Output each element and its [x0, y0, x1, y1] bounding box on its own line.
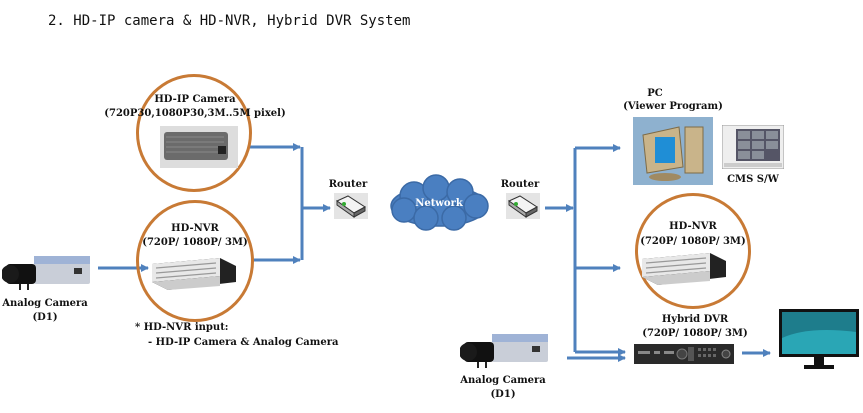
- cms-label: CMS S/W: [727, 174, 779, 185]
- nvr-input-note-line2: - HD-IP Camera & Analog Camera: [148, 337, 339, 348]
- router-right-icon: [506, 193, 540, 219]
- hybrid-dvr-name: Hybrid DVR: [661, 314, 729, 325]
- hd-nvr-right-ring: [635, 193, 751, 309]
- hd-ip-camera-ring: [136, 74, 252, 192]
- analog-camera-bottom-spec: (D1): [490, 389, 516, 400]
- hd-nvr-right-spec: (720P/ 1080P/ 3M): [640, 236, 746, 247]
- hybrid-dvr-spec: (720P/ 1080P/ 3M): [642, 328, 748, 339]
- pc-spec: (Viewer Program): [623, 101, 723, 112]
- pc-label: PC: [647, 88, 663, 99]
- hd-ip-camera-icon: [160, 126, 238, 168]
- nvr-input-note-line1: * HD-NVR input:: [135, 322, 229, 333]
- analog-camera-left-spec: (D1): [32, 312, 58, 323]
- monitor-icon: [779, 309, 859, 369]
- hd-nvr-left-spec: (720P/ 1080P/ 3M): [142, 237, 248, 248]
- hd-nvr-right-name: HD-NVR: [669, 221, 717, 232]
- router-left-label: Router: [328, 179, 368, 190]
- network-cloud-icon: [390, 174, 489, 231]
- hybrid-dvr-icon: [634, 344, 734, 364]
- hd-nvr-left-name: HD-NVR: [171, 223, 219, 234]
- analog-camera-bottom-icon: [460, 334, 548, 368]
- analog-camera-bottom-name: Analog Camera: [460, 375, 546, 386]
- hd-ip-camera-name: HD-IP Camera: [154, 94, 236, 105]
- analog-camera-left-icon: [2, 256, 90, 290]
- cms-software-icon: [722, 125, 784, 169]
- hd-nvr-right-icon: [642, 253, 726, 285]
- network-label: Network: [415, 198, 463, 209]
- pc-icon: [633, 117, 713, 185]
- diagram-title: 2. HD-IP camera & HD-NVR, Hybrid DVR Sys…: [48, 13, 411, 29]
- router-right-label: Router: [500, 179, 540, 190]
- hd-nvr-left-icon: [152, 258, 236, 290]
- router-left-icon: [334, 193, 368, 219]
- analog-camera-left-name: Analog Camera: [2, 298, 88, 309]
- hd-nvr-left-ring: [136, 200, 254, 322]
- hd-ip-camera-spec: (720P30,1080P30,3M..5M pixel): [104, 108, 286, 119]
